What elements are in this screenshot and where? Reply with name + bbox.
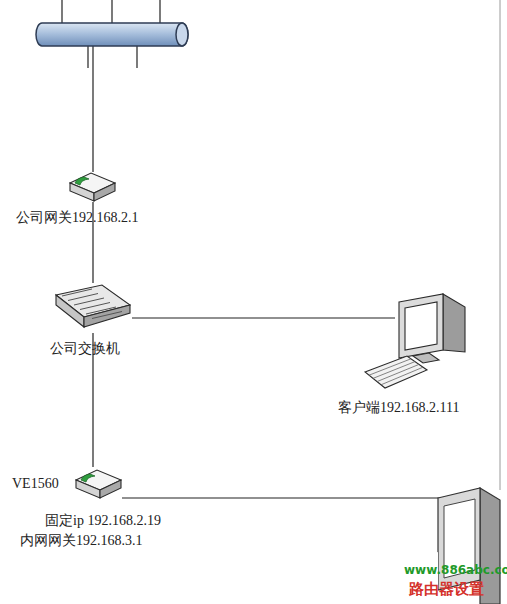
bus-tap xyxy=(61,0,62,23)
watermark: 路由器设置 xyxy=(409,580,484,599)
router-device: VE1560固定ip 192.168.2.19内网网关192.168.3.1 xyxy=(74,467,122,502)
switch-side xyxy=(84,305,130,327)
switch-port xyxy=(68,294,98,301)
keyboard-keys xyxy=(381,367,423,385)
keyboard-keys xyxy=(377,364,419,381)
router-icon xyxy=(74,467,122,502)
switch-port xyxy=(80,303,110,310)
bus-tap xyxy=(159,0,160,23)
device-label: 公司交换机 xyxy=(50,341,120,357)
switch-icon xyxy=(54,283,132,333)
router-icon xyxy=(68,170,118,202)
bus-tap xyxy=(111,0,112,23)
router-front xyxy=(70,183,94,201)
router-side xyxy=(100,480,121,498)
uplink-wire xyxy=(92,45,93,172)
device-label: 公司网关192.168.2.1 xyxy=(16,210,139,226)
device-label: 固定ip 192.168.2.19 xyxy=(45,513,161,529)
keyboard-keys xyxy=(369,359,411,375)
monitor-stand xyxy=(413,353,439,363)
router-light xyxy=(75,177,89,185)
cylinder-end xyxy=(176,23,188,46)
watermark: www.886abc.com xyxy=(404,563,507,577)
monitor-screen xyxy=(405,302,437,350)
lan-wire xyxy=(122,497,440,498)
bus-tap xyxy=(87,45,88,68)
router-device: 公司网关192.168.2.1 xyxy=(68,170,118,202)
switch-port xyxy=(74,298,104,305)
device-label: 客户端192.168.2.111 xyxy=(338,400,459,416)
device-label: VE1560 xyxy=(12,476,59,492)
bus-tap xyxy=(136,45,137,68)
switch-port xyxy=(92,312,122,319)
monitor-side xyxy=(443,294,465,352)
switch-port xyxy=(86,307,116,314)
network-cable xyxy=(132,317,395,318)
switch-port xyxy=(62,289,92,296)
keyboard xyxy=(365,356,427,388)
router-front xyxy=(76,480,100,498)
pc-icon xyxy=(395,292,467,364)
frame-line xyxy=(500,0,501,490)
backbone-cylinder xyxy=(36,23,188,46)
network-switch: 公司交换机 xyxy=(54,283,132,333)
client-computer: 客户端192.168.2.111 xyxy=(395,292,467,364)
device-label: 内网网关192.168.3.1 xyxy=(20,533,143,549)
router-side xyxy=(94,183,115,201)
router-light xyxy=(81,474,95,482)
monitor-front xyxy=(399,294,443,358)
keyboard-keys xyxy=(373,362,415,379)
lan-pc xyxy=(410,488,500,604)
